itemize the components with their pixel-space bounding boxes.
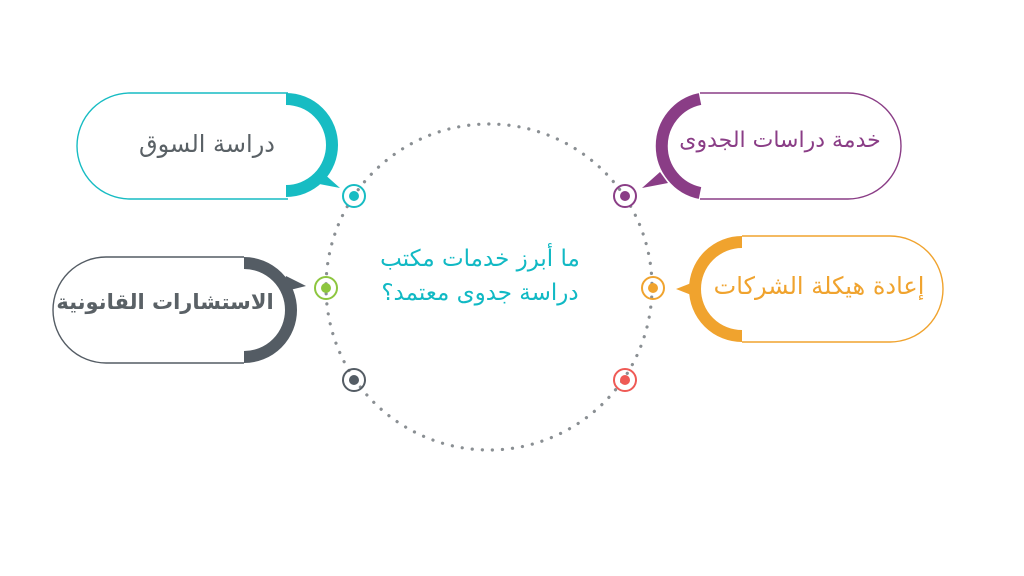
marker-dot-green [314, 276, 338, 300]
feasibility-outline [700, 92, 902, 200]
label-market-study: دراسة السوق [139, 130, 275, 158]
market-study-outline [76, 92, 288, 200]
legal-outline [52, 256, 244, 364]
market-study-thick-arc [285, 93, 338, 197]
center-question-line1: ما أبرز خدمات مكتب [380, 246, 580, 272]
label-feasibility-service: خدمة دراسات الجدوى [679, 128, 881, 153]
label-legal-consulting: الاستشارات القانونية [56, 290, 274, 314]
item-legal-consulting [52, 256, 306, 364]
marker-dot-red [613, 368, 637, 392]
feasibility-pointer [642, 172, 668, 188]
marker-dot-purple [613, 184, 637, 208]
item-market-study [76, 92, 340, 200]
legal-thick-arc [243, 257, 297, 363]
restructuring-outline [742, 235, 944, 343]
restructuring-pointer [676, 280, 699, 298]
feasibility-thick-arc [655, 93, 702, 199]
marker-dot-cyan [342, 184, 366, 208]
legal-pointer [282, 276, 306, 292]
market-study-pointer [314, 172, 340, 188]
center-question: ما أبرز خدمات مكتب دراسة جدوى معتمد؟ [340, 242, 620, 310]
item-restructuring [676, 235, 944, 343]
center-question-line2: دراسة جدوى معتمد؟ [381, 280, 579, 306]
item-feasibility-service [642, 92, 902, 200]
marker-dot-orange [641, 276, 665, 300]
marker-dot-gray [342, 368, 366, 392]
label-restructuring: إعادة هيكلة الشركات [713, 272, 925, 300]
